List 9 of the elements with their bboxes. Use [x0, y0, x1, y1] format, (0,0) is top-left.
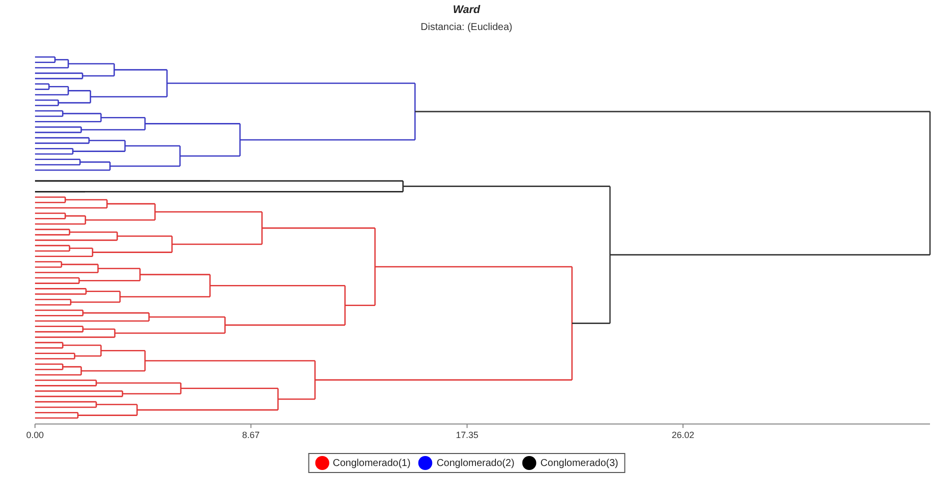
legend-label: Conglomerado(2) — [436, 458, 514, 468]
legend-label: Conglomerado(1) — [332, 458, 411, 468]
tick-label: 8.67 — [242, 430, 260, 440]
subtitle: Distancia: (Euclidea) — [420, 22, 514, 33]
tick-label: 0.00 — [26, 430, 44, 440]
legend-label: Conglomerado(3) — [540, 458, 618, 468]
tick-label: 26.02 — [672, 430, 694, 440]
tick-label: 17.35 — [456, 430, 478, 440]
chart-title: Ward — [452, 4, 482, 16]
